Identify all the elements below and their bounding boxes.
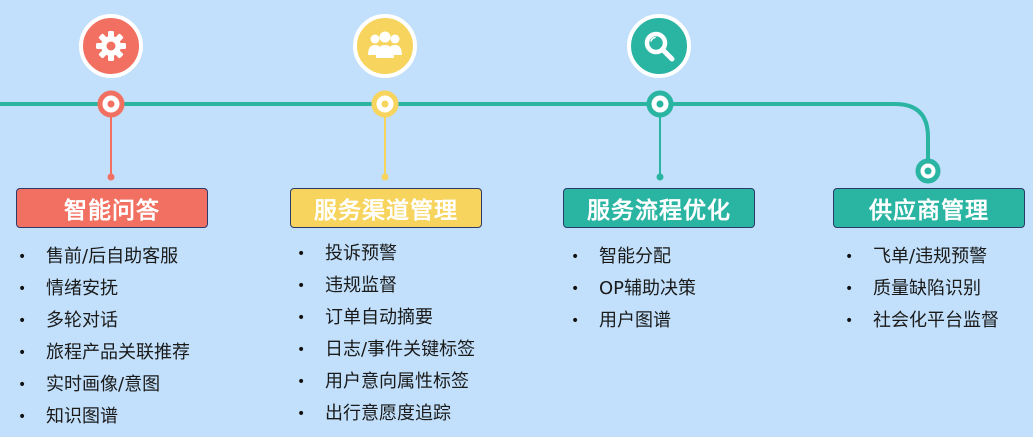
list-item: 日志/事件关键标签	[297, 334, 475, 366]
category-title-supplier: 供应商管理	[833, 188, 1025, 228]
list-item: 用户意向属性标签	[297, 366, 475, 398]
list-item: 质量缺陷识别	[845, 273, 999, 305]
search-icon	[644, 31, 675, 62]
category-title-process: 服务流程优化	[563, 188, 755, 228]
list-item: OP辅助决策	[571, 273, 696, 305]
users-icon	[368, 31, 402, 58]
list-item: 社会化平台监督	[845, 305, 999, 337]
list-item: 旅程产品关联推荐	[18, 337, 190, 369]
item-list-qa: 售前/后自助客服 情绪安抚 多轮对话 旅程产品关联推荐 实时画像/意图 知识图谱	[18, 241, 190, 433]
category-title-qa: 智能问答	[16, 188, 208, 228]
search-icon-circle	[627, 14, 691, 78]
list-item: 飞单/违规预警	[845, 241, 999, 273]
list-item: 知识图谱	[18, 401, 190, 433]
gear-icon-circle	[79, 14, 143, 78]
users-icon-circle	[353, 14, 417, 78]
item-list-process: 智能分配 OP辅助决策 用户图谱	[571, 241, 696, 337]
item-list-channel: 投诉预警 违规监督 订单自动摘要 日志/事件关键标签 用户意向属性标签 出行意愿…	[297, 238, 475, 430]
list-item: 实时画像/意图	[18, 369, 190, 401]
list-item: 订单自动摘要	[297, 302, 475, 334]
list-item: 出行意愿度追踪	[297, 398, 475, 430]
timeline-line	[0, 102, 930, 171]
category-title-channel: 服务渠道管理	[290, 188, 482, 228]
gear-icon	[96, 31, 126, 61]
connector-dot-process	[656, 173, 664, 181]
list-item: 用户图谱	[571, 305, 696, 337]
connector-dot-channel	[381, 173, 389, 181]
list-item: 多轮对话	[18, 305, 190, 337]
list-item: 违规监督	[297, 270, 475, 302]
list-item: 售前/后自助客服	[18, 241, 190, 273]
connector-dot-qa	[107, 173, 115, 181]
list-item: 投诉预警	[297, 238, 475, 270]
list-item: 情绪安抚	[18, 273, 190, 305]
item-list-supplier: 飞单/违规预警 质量缺陷识别 社会化平台监督	[845, 241, 999, 337]
list-item: 智能分配	[571, 241, 696, 273]
